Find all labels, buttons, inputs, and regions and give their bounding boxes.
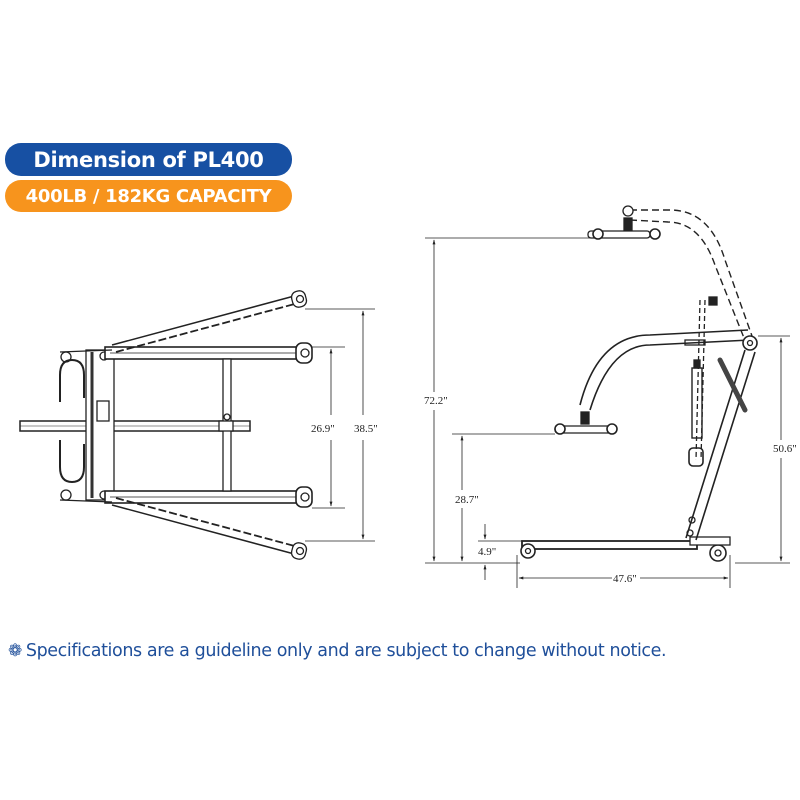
inner-width-label: 26.9" [311,423,335,435]
page-title: Dimension of PL400 [33,147,264,172]
side-view-drawing [520,205,758,562]
outer-width-label: 38.5" [354,423,378,435]
flower-icon: ❁ [8,641,22,661]
max-height-label: 72.2" [424,395,448,407]
side-view-dimensions [425,237,790,588]
title-banner: Dimension of PL400 [5,143,292,176]
base-length-label: 47.6" [613,573,637,585]
base-clearance-label: 4.9" [478,546,496,558]
top-view-dimensions [305,308,375,542]
top-view-drawing [19,290,313,560]
boom-pivot-height-label: 50.6" [773,443,797,455]
disclaimer-note: ❁ Specifications are a guideline only an… [8,641,667,661]
capacity-banner: 400LB / 182KG CAPACITY [5,180,292,212]
disclaimer-text: Specifications are a guideline only and … [25,641,667,661]
min-hook-height-label: 28.7" [455,494,479,506]
capacity-label: 400LB / 182KG CAPACITY [25,185,272,207]
